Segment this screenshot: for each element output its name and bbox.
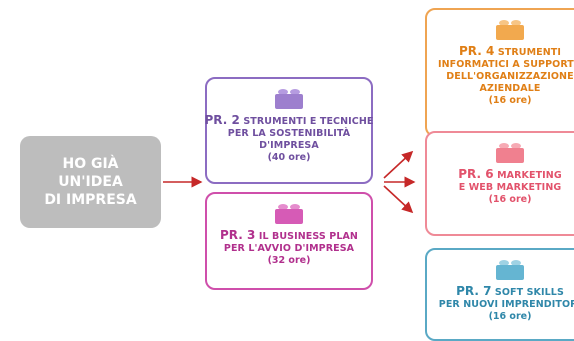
course-card-pr7: PR. 7 SOFT SKILLS PER NUOVI IMPRENDITORI… xyxy=(425,248,574,341)
course-hours: (32 ore) xyxy=(267,255,311,266)
lego-brick-icon xyxy=(275,89,303,109)
course-hours: (40 ore) xyxy=(267,152,311,163)
start-box: HO GIÀ UN'IDEA DI IMPRESA xyxy=(20,136,161,228)
course-code: PR. 6 xyxy=(458,167,494,181)
course-title-line: MARKETING xyxy=(497,170,562,181)
course-hours: (16 ore) xyxy=(488,311,532,322)
course-card-pr2: PR. 2 STRUMENTI E TECNICHE PER LA SOSTEN… xyxy=(204,77,374,184)
course-hours: (16 ore) xyxy=(488,95,532,106)
course-title-line: PER L'AVVIO D'IMPRESA xyxy=(223,243,355,254)
lego-brick-icon xyxy=(496,260,524,280)
course-code: PR. 4 xyxy=(459,44,495,58)
arrow-to-pr7 xyxy=(383,185,414,214)
course-card-pr4: PR. 4 STRUMENTI INFORMATICI A SUPPORTO D… xyxy=(425,8,574,137)
lego-brick-icon xyxy=(496,143,524,163)
course-title-line: PER LA SOSTENIBILITÀ xyxy=(227,128,351,139)
course-title-line: D'IMPRESA xyxy=(259,140,319,151)
course-title-line: IL BUSINESS PLAN xyxy=(258,231,358,242)
start-line-1: HO GIÀ xyxy=(62,156,119,172)
lego-brick-icon xyxy=(496,20,524,40)
arrow-to-pr4 xyxy=(383,150,414,179)
course-code: PR. 3 xyxy=(220,228,256,242)
course-title-line: INFORMATICI A SUPPORTO xyxy=(437,59,574,70)
course-title-line: PER NUOVI IMPRENDITORI xyxy=(438,299,574,310)
course-title-line: STRUMENTI xyxy=(497,47,561,58)
course-title-line: STRUMENTI E TECNICHE xyxy=(243,116,374,127)
start-line-3: DI IMPRESA xyxy=(44,192,137,208)
course-title-line: AZIENDALE xyxy=(479,83,541,94)
course-title-line: DELL'ORGANIZZAZIONE xyxy=(446,71,574,82)
course-title-line: SOFT SKILLS xyxy=(494,287,564,298)
course-code: PR. 2 xyxy=(204,113,240,127)
course-card-pr6: PR. 6 MARKETING E WEB MARKETING (16 ore) xyxy=(425,131,574,236)
course-title-line: E WEB MARKETING xyxy=(458,182,562,193)
course-hours: (16 ore) xyxy=(488,194,532,205)
lego-brick-icon xyxy=(275,204,303,224)
course-card-pr3: PR. 3 IL BUSINESS PLAN PER L'AVVIO D'IMP… xyxy=(205,192,373,290)
start-line-2: UN'IDEA xyxy=(58,174,123,190)
course-code: PR. 7 xyxy=(456,284,492,298)
